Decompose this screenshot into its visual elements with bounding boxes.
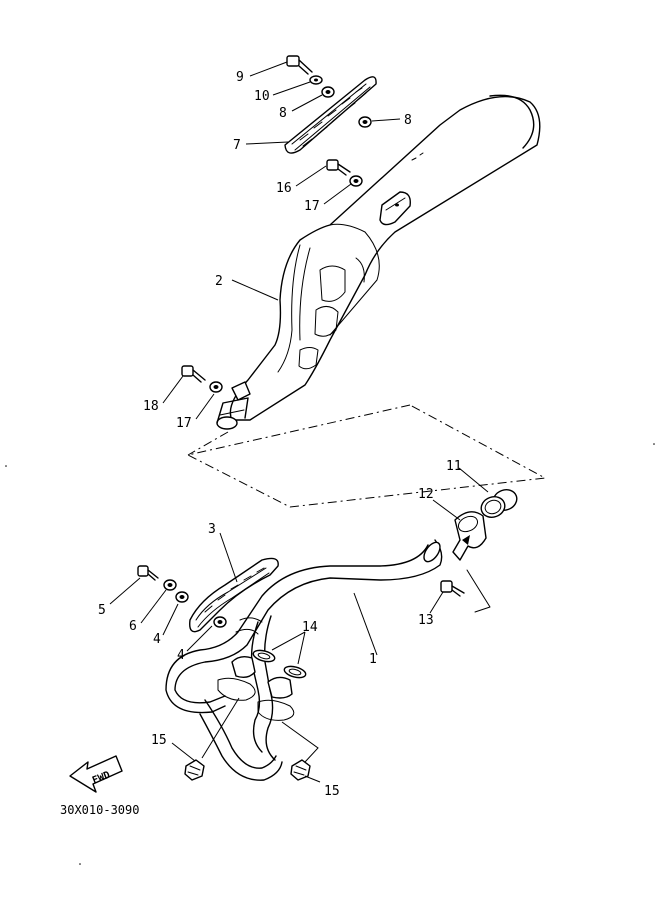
bolt-18 (181, 365, 206, 383)
part-label-8-right: 8 (404, 113, 412, 128)
leader-lines (109, 61, 489, 783)
part-label-11: 11 (446, 459, 462, 474)
part-number-labels: 1 2 3 4 4 5 6 7 8 8 9 10 11 12 13 14 15 … (98, 70, 462, 799)
part-label-16: 16 (276, 181, 292, 196)
part-label-17-upper: 17 (304, 199, 320, 214)
part-label-15-right: 15 (324, 784, 340, 799)
nut-15-right (290, 759, 311, 781)
part-label-8-upper: 8 (279, 106, 287, 121)
heat-protector-upper (284, 76, 377, 154)
gasket-11 (480, 489, 518, 518)
part-label-1: 1 (369, 652, 377, 667)
grommet-4-lower (213, 616, 227, 628)
washer-17-upper (349, 175, 363, 187)
gaskets-14 (252, 649, 307, 679)
bolt-16 (326, 159, 351, 176)
part-label-6: 6 (129, 619, 137, 634)
grommet-4-upper (175, 591, 189, 603)
washer-17-lower (209, 381, 223, 393)
diagram-code: 30X010-3090 (60, 803, 139, 817)
part-label-7: 7 (233, 138, 241, 153)
bolt-9 (286, 55, 313, 75)
part-label-3: 3 (208, 522, 216, 537)
part-label-2: 2 (215, 274, 223, 289)
part-label-5: 5 (98, 603, 106, 618)
part-label-4-lower: 4 (177, 648, 185, 663)
assembly-guide-lines (186, 404, 547, 613)
part-label-18: 18 (143, 399, 159, 414)
part-label-10: 10 (254, 89, 270, 104)
grommet-8-right (358, 116, 372, 128)
forward-direction-arrow: FWD (69, 755, 123, 793)
print-specks (5, 443, 655, 865)
muffler-body (216, 94, 541, 430)
part-label-14: 14 (302, 620, 318, 635)
exhaust-pipe (165, 539, 443, 781)
part-label-15-left: 15 (151, 733, 167, 748)
nut-15-left (184, 759, 205, 781)
part-label-13: 13 (418, 613, 434, 628)
part-label-4-upper: 4 (153, 632, 161, 647)
washer-10 (309, 75, 323, 85)
bolt-5 (137, 565, 159, 581)
part-label-17-lower: 17 (176, 416, 192, 431)
grommet-8-upper (321, 86, 335, 98)
heat-protector-lower (189, 557, 279, 633)
part-label-12: 12 (418, 487, 434, 502)
bolt-13 (440, 580, 465, 597)
joint-clamp-12 (452, 511, 487, 561)
washer-6 (163, 579, 177, 591)
part-label-9: 9 (236, 70, 244, 85)
